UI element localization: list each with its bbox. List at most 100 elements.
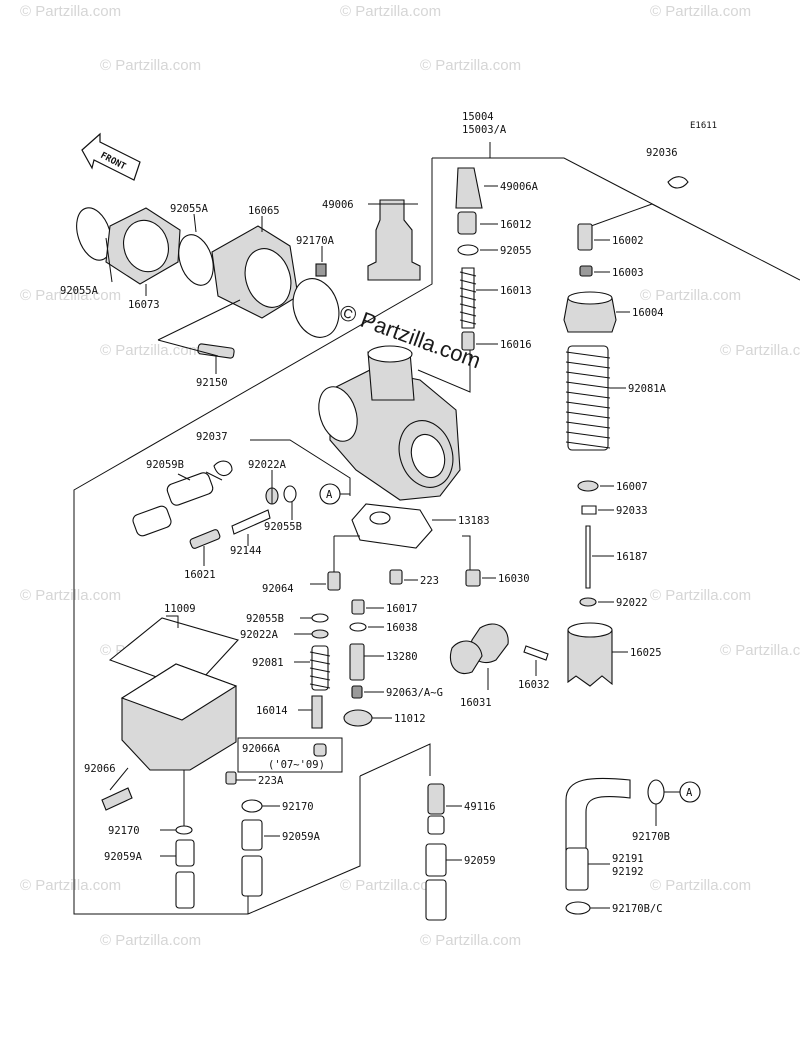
- carburetor-body: [318, 345, 461, 501]
- svg-text:© Partzilla.com: © Partzilla.com: [100, 932, 201, 949]
- svg-text:A: A: [326, 489, 333, 501]
- insulator-16073-bore: [123, 219, 169, 273]
- label-15003a: 15003/A: [462, 124, 507, 136]
- label-16038: 16038: [386, 622, 418, 634]
- label-92144: 92144: [230, 545, 262, 557]
- svg-text:© Partzilla.com: © Partzilla.com: [20, 587, 121, 604]
- clamp-92170b: [647, 779, 665, 805]
- svg-text:© Partzilla.com: © Partzilla.com: [20, 3, 121, 20]
- tube-92059a-mid: [241, 819, 263, 851]
- float-bowl-top: [120, 663, 238, 721]
- svg-text:© Partzilla.com: © Partzilla.com: [650, 877, 751, 894]
- label-13280: 13280: [386, 651, 418, 663]
- holder-16016: [461, 331, 475, 351]
- seat-16007: [577, 480, 599, 492]
- label-92150: 92150: [196, 377, 228, 389]
- label-92022: 92022: [616, 597, 648, 609]
- label-92170-2: 92170: [108, 825, 140, 837]
- label-16017: 16017: [386, 603, 418, 615]
- svg-text:© Partzilla.com: © Partzilla.com: [720, 642, 800, 659]
- svg-text:© Partzilla.com: © Partzilla.com: [340, 3, 441, 20]
- svg-text:© Partzilla.com: © Partzilla.com: [650, 587, 751, 604]
- label-92055: 92055: [500, 245, 532, 257]
- svg-text:© Partzilla.com: © Partzilla.com: [340, 877, 441, 894]
- label-49006: 49006: [322, 199, 354, 211]
- label-92170: 92170: [282, 801, 314, 813]
- screw-223: [389, 569, 403, 585]
- jet-16017: [351, 599, 365, 615]
- callout-a-2: A: [679, 781, 701, 803]
- label-92059b: 92059B: [146, 459, 184, 471]
- label-13183: 13183: [458, 515, 490, 527]
- svg-text:© Partzilla.com: © Partzilla.com: [100, 342, 201, 359]
- cap-49006a: [455, 167, 483, 209]
- label-16014: 16014: [256, 705, 288, 717]
- throttle-valve-16025-top: [567, 622, 613, 638]
- drain-screw-92066: [101, 787, 133, 811]
- o-ring-92055b-2: [311, 613, 329, 623]
- spring-92081: [309, 645, 331, 691]
- gasket-13183-hole: [369, 511, 391, 525]
- label-16012: 16012: [500, 219, 532, 231]
- o-ring-92055b: [283, 485, 297, 503]
- label-92081: 92081: [252, 657, 284, 669]
- tube-92059-lower: [425, 879, 447, 921]
- label-92037: 92037: [196, 431, 228, 443]
- cap-49006: [367, 199, 421, 281]
- valve-49116-stem: [427, 815, 445, 835]
- label-92170a: 92170A: [296, 235, 335, 247]
- label-92170bc: 92170B/C: [612, 903, 663, 915]
- svg-text:© Partzilla.com: © Partzilla.com: [420, 57, 521, 74]
- assembly-frame: [73, 157, 800, 915]
- nut-16012: [457, 211, 477, 235]
- svg-text:© Partzilla.com: © Partzilla.com: [720, 342, 800, 359]
- cap-92066a: [313, 743, 327, 757]
- nut-16003: [579, 265, 593, 277]
- tube-92192: [565, 847, 589, 891]
- front-arrow-icon: FRONT: [81, 132, 141, 181]
- svg-text:© Partzilla.com: © Partzilla.com: [640, 287, 741, 304]
- diagram-code: E1611: [690, 121, 717, 131]
- o-ring-92055a-top: [178, 234, 214, 286]
- label-16013: 16013: [500, 285, 532, 297]
- clamp-92170bc: [565, 901, 591, 915]
- label-92066a-years: ('07~'09): [268, 759, 325, 771]
- label-16002: 16002: [612, 235, 644, 247]
- label-223: 223: [420, 575, 439, 587]
- tube-92059a-mid-lower: [241, 855, 263, 897]
- tube-92059a-left-lower: [175, 871, 195, 909]
- label-16032: 16032: [518, 679, 550, 691]
- plunger-16031-b: [450, 640, 483, 674]
- label-92081a: 92081A: [628, 383, 667, 395]
- clamp-92170-mid: [241, 799, 263, 813]
- label-223a: 223A: [258, 775, 284, 787]
- pin-16032: [523, 645, 549, 661]
- label-92191: 92191: [612, 853, 644, 865]
- label-16065: 16065: [248, 205, 280, 217]
- label-92055a-top: 92055A: [170, 203, 209, 215]
- clip-92037: [213, 460, 233, 477]
- leader-16016: [417, 350, 471, 393]
- label-92064: 92064: [262, 583, 294, 595]
- label-49116: 49116: [464, 801, 496, 813]
- label-92022a: 92022A: [248, 459, 287, 471]
- clamp-screw-92170a: [315, 263, 327, 277]
- label-92033: 92033: [616, 505, 648, 517]
- label-leaders: [105, 185, 657, 909]
- leader-92037: [250, 439, 351, 496]
- label-11012: 11012: [394, 713, 426, 725]
- bolt-92150: [197, 343, 235, 359]
- svg-text:© Partzilla.com: © Partzilla.com: [420, 932, 521, 949]
- gasket-13183: [351, 503, 433, 549]
- svg-text:© Partzilla.com: © Partzilla.com: [20, 287, 121, 304]
- label-92066: 92066: [84, 763, 116, 775]
- label-92059a: 92059A: [282, 831, 321, 843]
- spring-92144: [231, 509, 271, 535]
- callout-a-leaders: [340, 493, 680, 793]
- o-ring-92055: [457, 244, 479, 256]
- svg-text:A: A: [686, 787, 693, 799]
- clamp-92170a: [292, 278, 340, 338]
- svg-text:© Partzilla.com: © Partzilla.com: [650, 3, 751, 20]
- label-92022a-2: 92022A: [240, 629, 279, 641]
